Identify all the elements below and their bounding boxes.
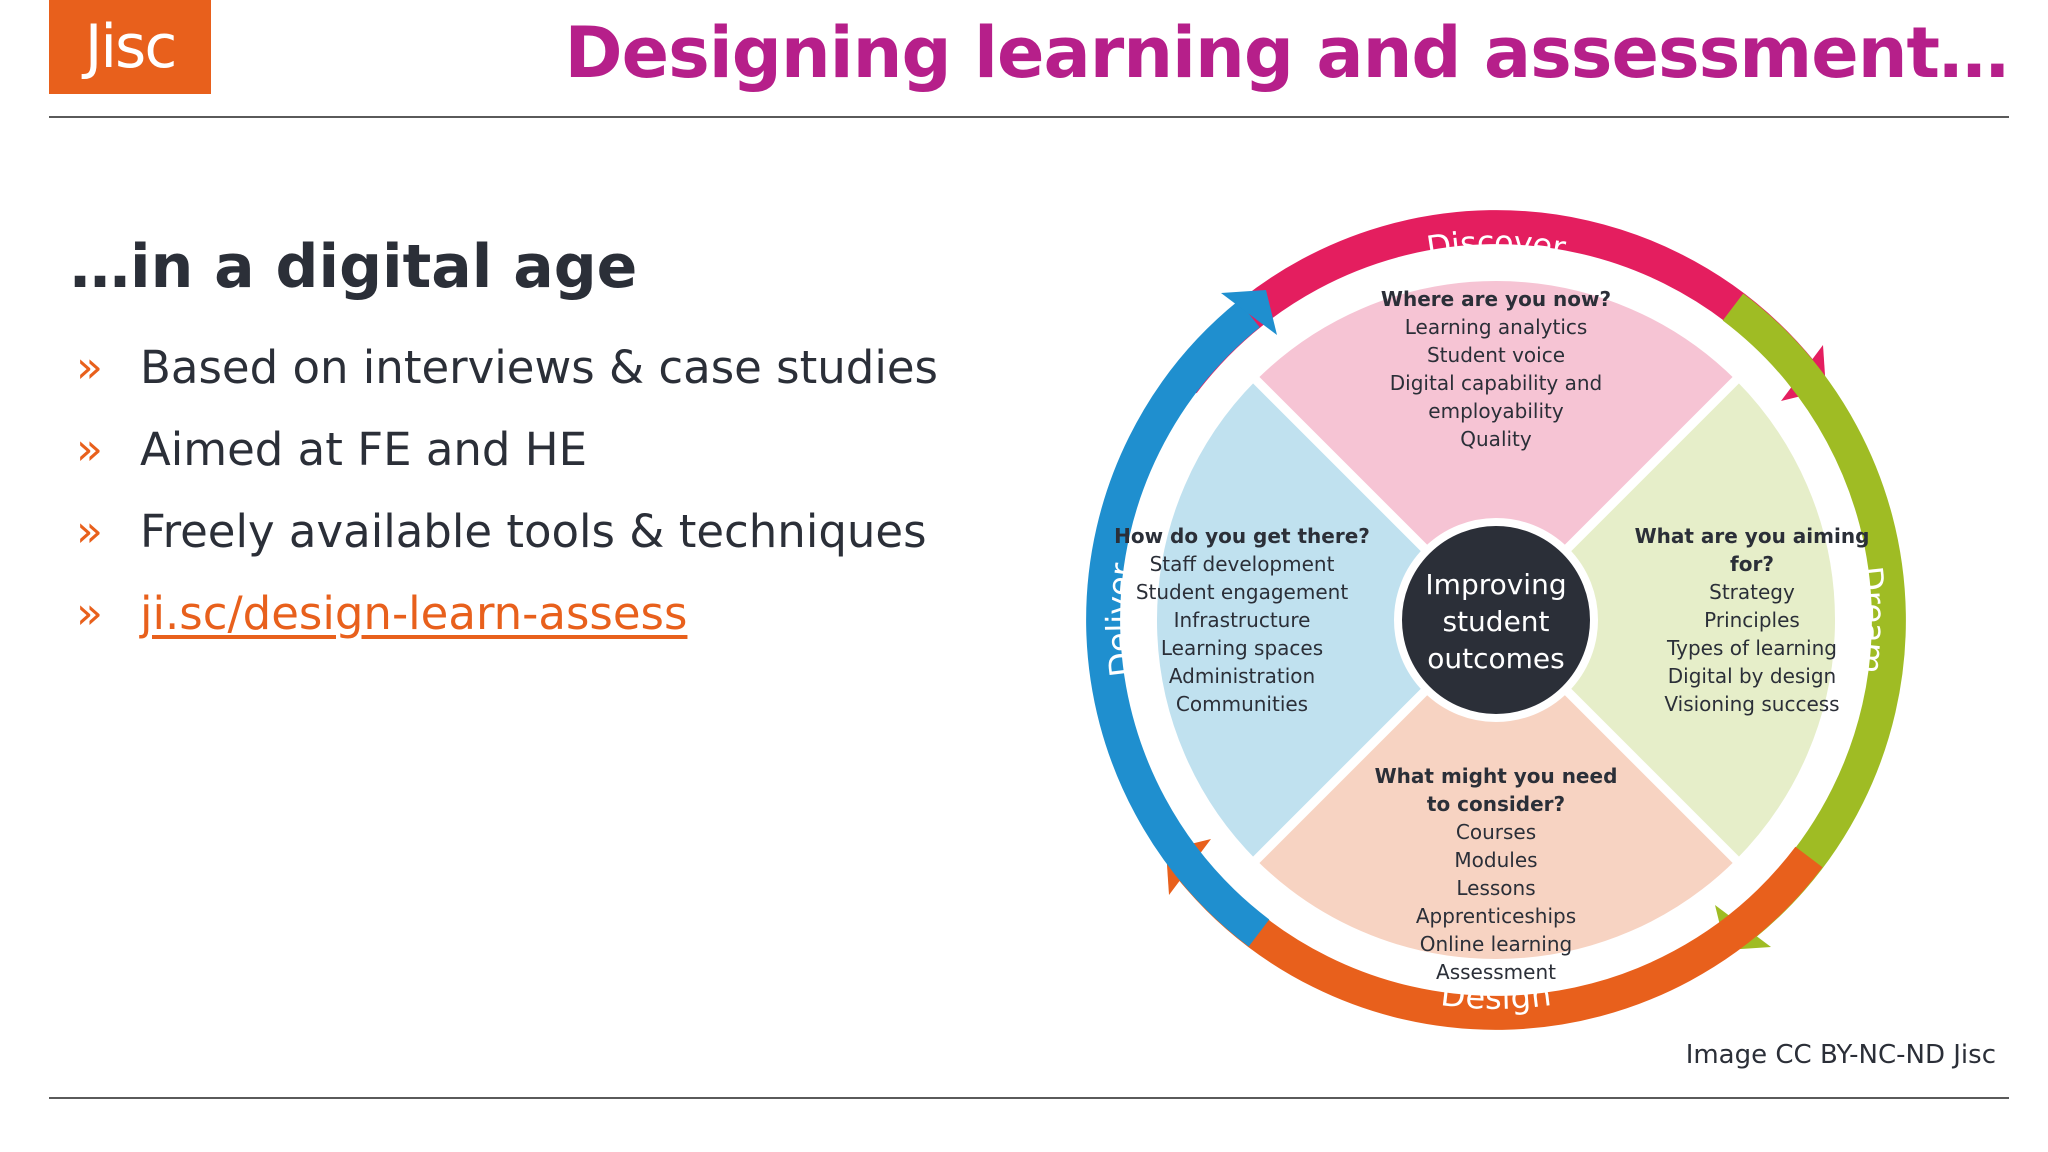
slide-title: Designing learning and assessment… [564,12,2009,94]
quadrant-bottom-item: Online learning [1420,932,1572,956]
quadrant-right-wedge [1489,370,1844,870]
quadrant-top-item: Digital capability and [1390,371,1602,395]
quadrant-bottom-item: Assessment [1436,960,1556,984]
bullet-item: » ji.sc/design-learn-assess [76,572,938,654]
resource-link[interactable]: ji.sc/design-learn-assess [140,586,688,640]
center-label-line: outcomes [1427,642,1564,675]
quadrant-right-heading: What are you aiming [1635,524,1870,548]
chevron-icon: » [76,423,103,475]
chevron-icon: » [76,505,103,557]
center-hub [1394,518,1598,722]
quadrant-left-item: Learning spaces [1161,636,1323,660]
quadrant-bottom-item: Courses [1456,820,1536,844]
design-cycle-wheel: Discover Dream Design Deliver Improving … [1086,210,1906,1030]
center-label-line: student [1442,605,1549,638]
quadrant-right-item: Principles [1704,608,1800,632]
ring-dream-arc [1722,293,1906,940]
svg-text:Deliver: Deliver [1099,560,1141,679]
chevron-icon: » [76,341,103,393]
bullet-item: » Based on interviews & case studies [76,326,938,408]
quadrant-right-item: Strategy [1709,580,1795,604]
bullet-item: » Aimed at FE and HE [76,408,938,490]
chevron-icon: » [76,587,103,639]
ring-label-deliver: Deliver [1099,560,1141,679]
bullet-text: Aimed at FE and HE [140,422,588,476]
svg-text:Dream: Dream [1851,564,1893,675]
header-divider [49,116,2009,118]
svg-text:Design: Design [1439,975,1553,1017]
quadrant-bottom-item: Modules [1454,848,1537,872]
quadrant-top-heading: Where are you now? [1381,287,1611,311]
ring-design-arc [1176,846,1823,1030]
quadrant-left-item: Staff development [1150,552,1335,576]
quadrant-top-item: Student voice [1427,343,1565,367]
quadrant-bottom-item: Apprenticeships [1416,904,1576,928]
quadrant-bottom-wedge [1246,613,1746,968]
jisc-logo: Jisc [49,0,211,94]
quadrant-left-item: Communities [1176,692,1308,716]
quadrant-bottom-heading: What might you need [1375,764,1618,788]
ring-label-discover: Discover [1424,223,1569,267]
quadrant-left-item: Infrastructure [1174,608,1311,632]
svg-text:Discover: Discover [1424,223,1569,267]
bullet-text: Freely available tools & techniques [140,504,927,558]
center-label-line: Improving [1425,568,1566,601]
slide-subtitle: …in a digital age [70,232,638,302]
quadrant-top-item: employability [1428,399,1564,423]
quadrant-right-item: Types of learning [1666,636,1837,660]
quadrant-right-item: Digital by design [1668,664,1836,688]
ring-deliver-arc [1086,300,1270,947]
quadrant-left-heading: How do you get there? [1114,524,1370,548]
quadrant-bottom-item: Lessons [1456,876,1535,900]
bullet-text: Based on interviews & case studies [140,340,938,394]
quadrant-top-wedge [1246,272,1746,627]
quadrant-top-item: Learning analytics [1405,315,1588,339]
bullet-item: » Freely available tools & techniques [76,490,938,572]
bullet-list: » Based on interviews & case studies » A… [76,326,938,654]
image-credit: Image CC BY-NC-ND Jisc [1685,1040,1996,1070]
quadrant-left-item: Student engagement [1136,580,1348,604]
quadrant-left-wedge [1148,370,1503,870]
ring-deliver-arrowhead [1221,290,1277,335]
quadrant-right-item: Visioning success [1664,692,1839,716]
quadrant-bottom-heading: to consider? [1427,792,1565,816]
ring-label-design: Design [1439,975,1553,1017]
quadrant-left-item: Administration [1169,664,1315,688]
footer-divider [49,1097,2009,1099]
quadrant-right-heading: for? [1730,552,1774,576]
ring-label-dream: Dream [1851,564,1893,675]
quadrant-top-item: Quality [1460,427,1532,451]
